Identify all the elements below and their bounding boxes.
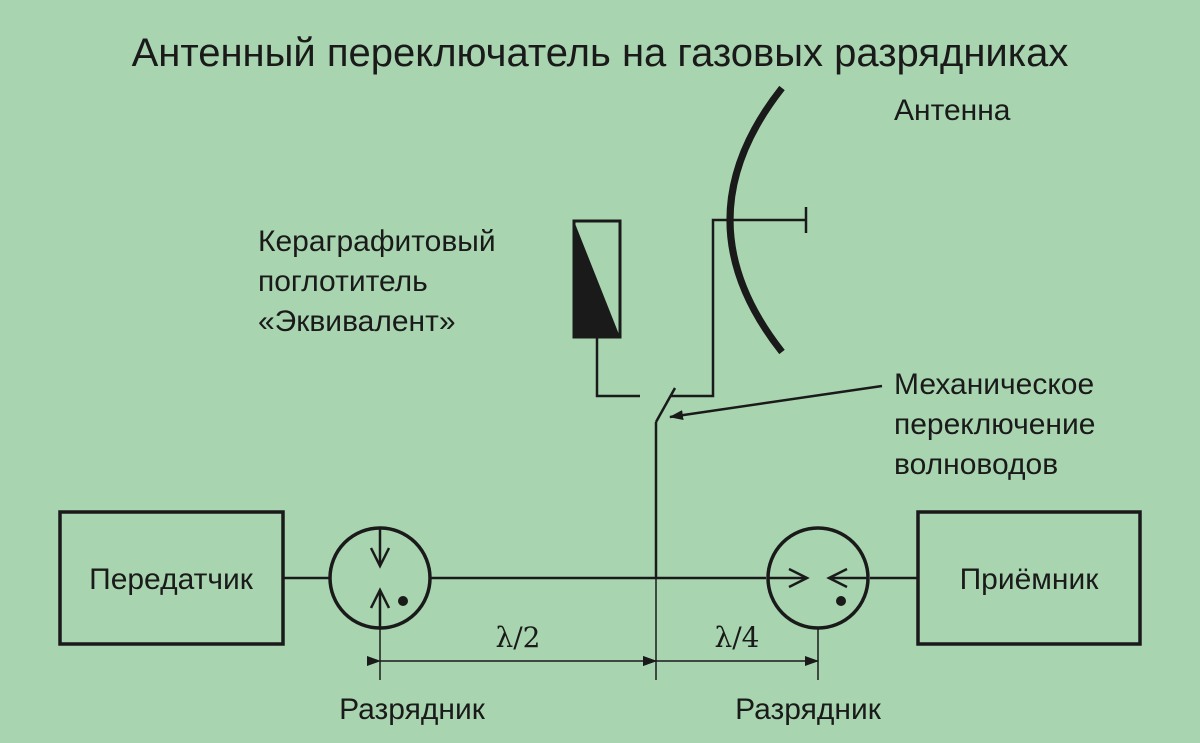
- absorber-label-line3: «Эквивалент»: [258, 305, 456, 338]
- left-arrester: [328, 526, 432, 630]
- transmitter-label: Передатчик: [89, 563, 254, 596]
- switch-label-line2: переключение: [894, 408, 1095, 441]
- absorber-fill: [574, 221, 620, 337]
- antenna-label: Антенна: [894, 94, 1011, 127]
- switch-pointer-arrow: [669, 384, 883, 421]
- absorber-label-line2: поглотитель: [258, 265, 428, 298]
- switch-blade: [654, 387, 677, 423]
- half-wave-label: λ/2: [496, 621, 541, 654]
- page-title: Антенный переключатель на газовых разряд…: [132, 31, 1069, 75]
- right-arrester-label: Разрядник: [735, 693, 882, 726]
- absorber-label-line1: Кераграфитовый: [258, 225, 496, 258]
- receiver-label: Приёмник: [960, 563, 1100, 596]
- right-arrester: [766, 526, 870, 630]
- left-arrester-label: Разрядник: [339, 693, 486, 726]
- quarter-wave-label: λ/4: [715, 621, 760, 654]
- antenna-waveguide: [670, 218, 738, 398]
- absorber-waveguide: [595, 337, 640, 398]
- switch-label-line1: Механическое: [894, 368, 1094, 401]
- switch-label-line3: волноводов: [894, 448, 1058, 481]
